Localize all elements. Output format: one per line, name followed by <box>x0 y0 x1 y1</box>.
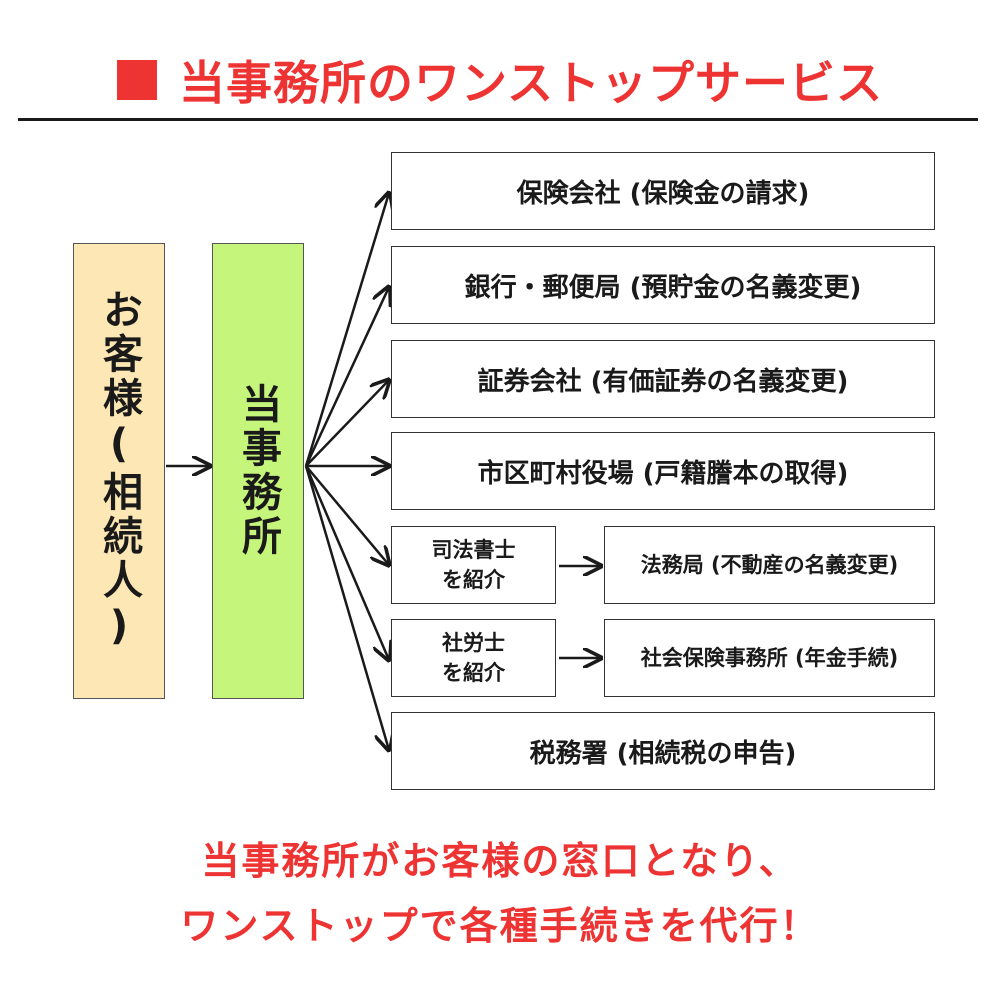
scrivener-referral-box: 司法書士 を紹介 <box>391 526 556 604</box>
office-box: 当事務所 <box>212 243 304 699</box>
bank-post-office-box: 銀行・郵便局 (預貯金の名義変更) <box>391 246 935 324</box>
customer-label: お客様(相続人) <box>96 289 142 653</box>
social-insurance-office-box: 社会保険事務所 (年金手続) <box>604 619 935 697</box>
insurance-company-label: 保険会社 (保険金の請求) <box>516 178 810 209</box>
legal-affairs-bureau-box: 法務局 (不動産の名義変更) <box>604 526 935 604</box>
arrow-to-tax-office <box>304 465 389 750</box>
bank-post-office-label: 銀行・郵便局 (預貯金の名義変更) <box>464 272 862 303</box>
arrow-to-insurance <box>304 193 389 467</box>
tax-office-label: 税務署 (相続税の申告) <box>529 738 797 769</box>
red-square-icon <box>116 60 157 100</box>
customer-box: お客様(相続人) <box>73 243 165 699</box>
scrivener-line2: を紹介 <box>442 568 505 592</box>
scrivener-line1: 司法書士 <box>431 537 516 562</box>
arrow-to-scrivener <box>305 465 389 565</box>
labor-line1: 社労士 <box>442 630 505 655</box>
arrow-to-bank <box>304 287 389 467</box>
social-insurance-office-label: 社会保険事務所 (年金手続) <box>640 645 899 670</box>
tax-office-box: 税務署 (相続税の申告) <box>391 712 935 790</box>
footer-line-1: 当事務所がお客様の窓口となり、 <box>201 839 799 883</box>
arrow-to-securities <box>305 380 389 467</box>
labor-line2: を紹介 <box>442 661 505 685</box>
page-title: 当事務所のワンストップサービス <box>0 40 1000 120</box>
title-underline <box>18 118 978 121</box>
securities-company-label: 証券会社 (有価証券の名義変更) <box>477 366 849 397</box>
labor-consultant-referral-box: 社労士 を紹介 <box>391 619 556 697</box>
office-label: 当事務所 <box>235 383 281 559</box>
municipal-office-label: 市区町村役場 (戸籍謄本の取得) <box>477 458 849 489</box>
securities-company-box: 証券会社 (有価証券の名義変更) <box>391 340 935 418</box>
legal-affairs-bureau-label: 法務局 (不動産の名義変更) <box>640 552 899 577</box>
municipal-office-box: 市区町村役場 (戸籍謄本の取得) <box>391 432 935 510</box>
insurance-company-box: 保険会社 (保険金の請求) <box>391 152 935 230</box>
footer-line-2: ワンストップで各種手続きを代行！ <box>180 904 820 948</box>
title-text: 当事務所のワンストップサービス <box>178 56 884 110</box>
arrow-to-labor <box>304 465 389 660</box>
